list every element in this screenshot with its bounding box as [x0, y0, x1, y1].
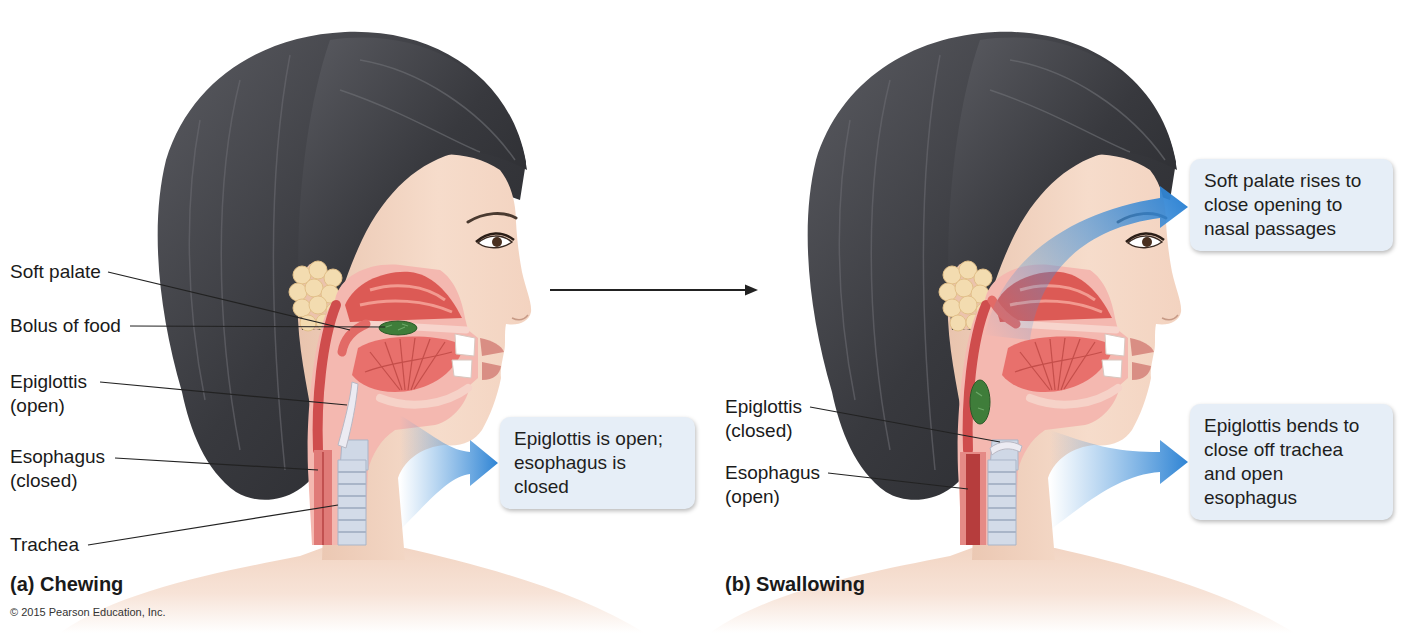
- callout-box: Soft palate rises to close opening to na…: [1190, 159, 1393, 251]
- callout-text: Soft palate rises to close opening to na…: [1204, 169, 1379, 241]
- head-chewing: [60, 32, 645, 633]
- panel-title: (b) Swallowing: [725, 572, 865, 596]
- part-label: Esophagus (closed): [10, 445, 122, 493]
- part-label: Bolus of food: [10, 314, 121, 338]
- callout-arrow: [985, 186, 1188, 340]
- part-label: Epiglottis (closed): [725, 395, 837, 443]
- part-label: Epiglottis (open): [10, 370, 122, 418]
- panel-title: (a) Chewing: [10, 572, 123, 596]
- anatomy-swallowing: [958, 265, 1128, 545]
- part-label: Trachea: [10, 533, 79, 557]
- sequence-arrow: [550, 285, 758, 296]
- callout-text: Epiglottis bends to close off trachea an…: [1204, 414, 1379, 510]
- part-label: Soft palate: [10, 260, 101, 284]
- callout-arrow: [1050, 430, 1188, 530]
- callout-arrow: [400, 415, 498, 530]
- head-swallowing: [710, 32, 1295, 633]
- leader-lines: [88, 272, 1000, 545]
- part-label: Esophagus (open): [725, 461, 837, 509]
- anatomy-chewing: [308, 265, 478, 545]
- copyright-note: © 2015 Pearson Education, Inc.: [10, 604, 165, 620]
- callout-box: Epiglottis is open; esophagus is closed: [500, 417, 695, 509]
- callout-box: Epiglottis bends to close off trachea an…: [1190, 404, 1393, 520]
- callout-text: Epiglottis is open; esophagus is closed: [514, 427, 681, 499]
